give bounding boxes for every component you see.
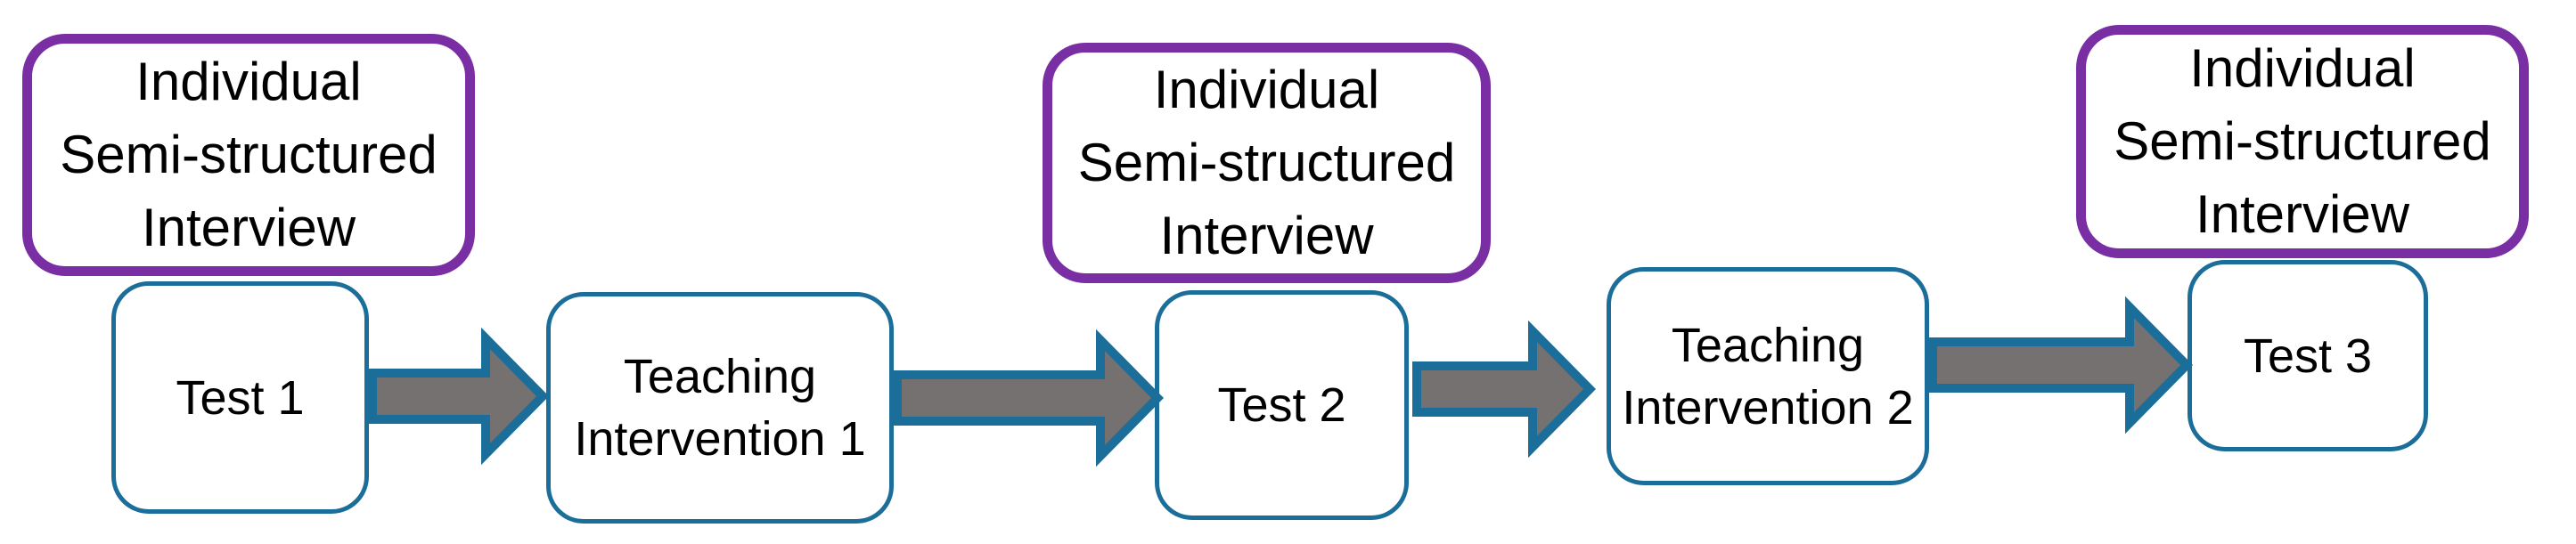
interview-box-2: Individual Semi-structured Interview	[1043, 43, 1491, 283]
interview-box-2-line-3: Interview	[1159, 206, 1374, 265]
flow-arrow-4	[1928, 296, 2194, 434]
right-arrow-icon	[1412, 320, 1597, 459]
flow-box-test-3: Test 3	[2188, 260, 2428, 451]
interview-box-3-line-3: Interview	[2195, 184, 2410, 244]
interview-box-3-line-1: Individual	[2189, 38, 2416, 98]
flow-box-test-1: Test 1	[111, 281, 369, 514]
right-arrow-icon	[893, 329, 1165, 467]
flow-arrow-2	[893, 329, 1165, 467]
interview-box-2-line-1: Individual	[1153, 60, 1380, 119]
interview-box-1-line-3: Interview	[141, 198, 356, 257]
right-arrow-icon	[1928, 296, 2194, 434]
flow-box-test-2: Test 2	[1155, 290, 1409, 520]
interview-box-1-line-1: Individual	[135, 52, 362, 111]
flow-box-teaching-intervention-1-line-2: Intervention 1	[574, 412, 866, 466]
right-arrow-icon	[368, 327, 550, 466]
interview-box-3: Individual Semi-structured Interview	[2076, 25, 2529, 258]
interview-box-1-line-2: Semi-structured	[60, 125, 438, 184]
interview-box-2-line-2: Semi-structured	[1077, 133, 1456, 192]
flow-arrow-1	[368, 327, 550, 466]
flow-box-teaching-intervention-2-line-1: Teaching	[1671, 318, 1865, 372]
flow-box-teaching-intervention-1: Teaching Intervention 1	[546, 292, 894, 524]
flow-box-teaching-intervention-2: Teaching Intervention 2	[1607, 267, 1929, 485]
interview-box-1: Individual Semi-structured Interview	[22, 34, 475, 276]
flow-box-teaching-intervention-1-line-1: Teaching	[623, 350, 817, 403]
flow-box-test-3-label: Test 3	[2243, 329, 2373, 383]
flow-box-test-1-label: Test 1	[176, 370, 305, 425]
flow-box-teaching-intervention-2-line-2: Intervention 2	[1622, 380, 1914, 434]
flow-arrow-3	[1412, 320, 1597, 459]
flow-box-test-2-label: Test 2	[1217, 378, 1346, 432]
interview-box-3-line-2: Semi-structured	[2114, 111, 2491, 171]
